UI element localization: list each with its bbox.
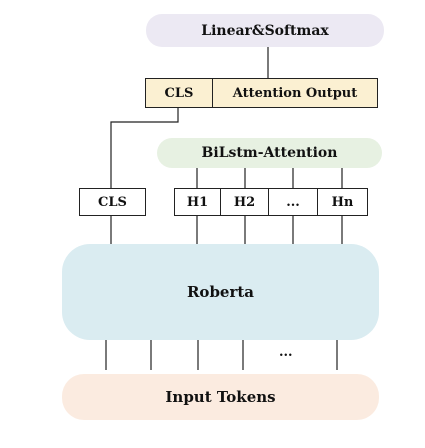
hn-cell: Hn <box>317 188 368 216</box>
input-tokens-block: Input Tokens <box>62 374 379 420</box>
linear-softmax-block: Linear&Softmax <box>146 14 384 47</box>
top-cls-cell: CLS <box>145 78 213 108</box>
connector-cls-elbow <box>110 108 179 188</box>
h1-cell: H1 <box>174 188 221 216</box>
bilstm-attention-label: BiLstm-Attention <box>201 145 338 161</box>
attention-output-cell: Attention Output <box>212 78 378 108</box>
linear-softmax-label: Linear&Softmax <box>201 22 329 39</box>
attention-output-label: Attention Output <box>232 85 358 101</box>
input-tokens-label: Input Tokens <box>165 388 276 406</box>
roberta-label: Roberta <box>186 283 255 301</box>
h1-label: H1 <box>186 194 209 210</box>
ellipsis-cell: ... <box>268 188 318 216</box>
middle-cls-cell: CLS <box>79 188 146 216</box>
middle-cls-label: CLS <box>98 194 127 210</box>
roberta-block: Roberta <box>62 244 379 340</box>
top-cls-label: CLS <box>164 85 194 101</box>
input-ellipsis: ... <box>279 345 293 360</box>
bilstm-attention-block: BiLstm-Attention <box>157 138 382 168</box>
hn-label: Hn <box>331 194 354 210</box>
h2-cell: H2 <box>220 188 269 216</box>
ellipsis-label: ... <box>286 194 300 210</box>
h2-label: H2 <box>233 194 256 210</box>
